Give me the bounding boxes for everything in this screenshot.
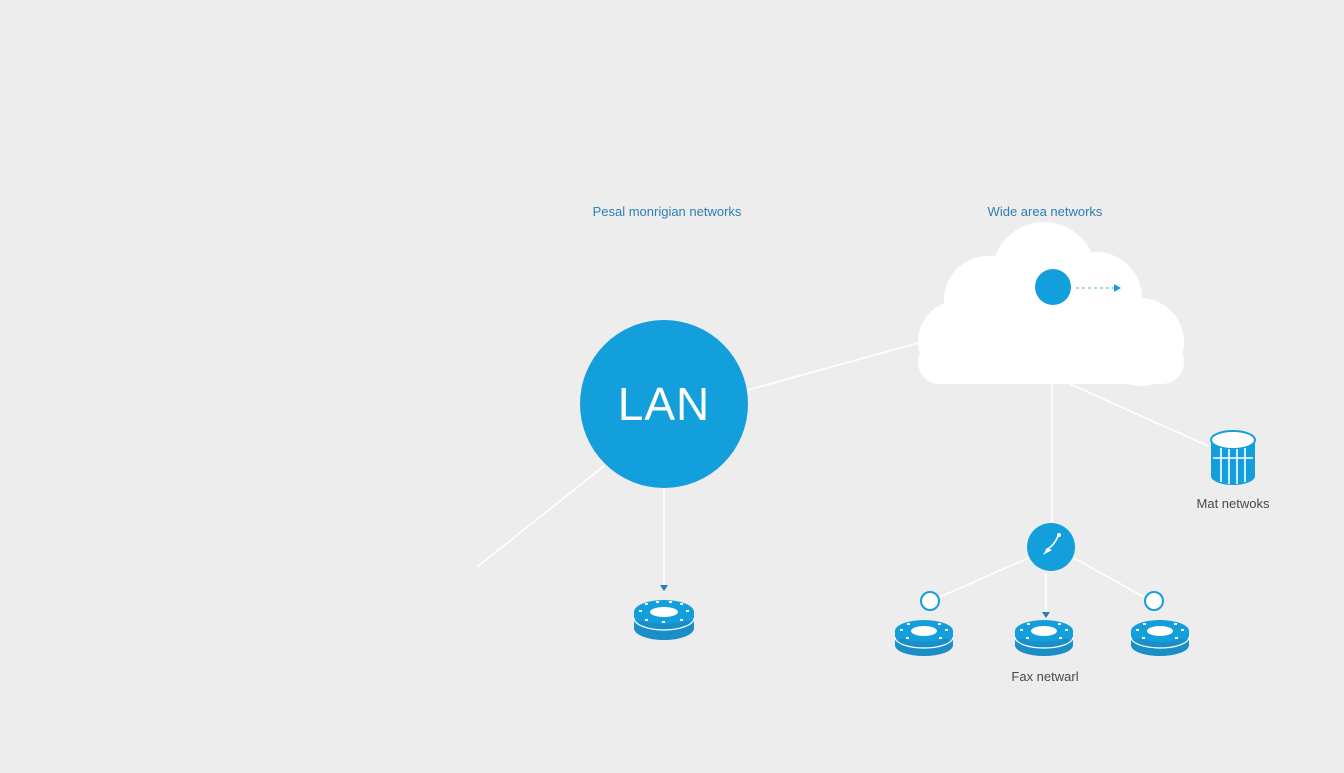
arrowhead-hub-center xyxy=(1042,612,1050,618)
line-cloud-to-database xyxy=(1069,383,1209,447)
router-icon-right[interactable] xyxy=(1130,620,1190,656)
label-fax-network: Fax netwarl xyxy=(1011,669,1079,684)
open-node-right xyxy=(1144,591,1164,611)
line-lan-to-cloud xyxy=(747,342,919,391)
arrowhead-lan-router xyxy=(660,585,668,591)
cloud-arrow-head xyxy=(1114,284,1121,292)
router-icon-left[interactable] xyxy=(894,620,954,656)
label-personal-networks: Pesal monrigian networks xyxy=(592,204,742,219)
label-lan: LAN xyxy=(617,378,711,430)
connector-lines xyxy=(476,342,1209,616)
line-hub-to-right xyxy=(1073,557,1145,598)
line-hub-to-left xyxy=(939,557,1029,598)
wan-cloud-icon[interactable] xyxy=(918,222,1184,386)
router-icon-center[interactable] xyxy=(1014,620,1074,656)
cloud-node[interactable] xyxy=(1035,269,1071,305)
satellite-hub-icon[interactable] xyxy=(1027,523,1075,571)
database-icon[interactable] xyxy=(1210,430,1256,485)
label-mat-networks: Mat netwoks xyxy=(1196,496,1270,511)
router-icon-lan[interactable] xyxy=(633,600,695,640)
open-node-left xyxy=(920,591,940,611)
label-wide-area-networks: Wide area networks xyxy=(987,204,1103,219)
line-lan-to-left xyxy=(476,465,605,568)
lan-node[interactable] xyxy=(580,320,748,488)
